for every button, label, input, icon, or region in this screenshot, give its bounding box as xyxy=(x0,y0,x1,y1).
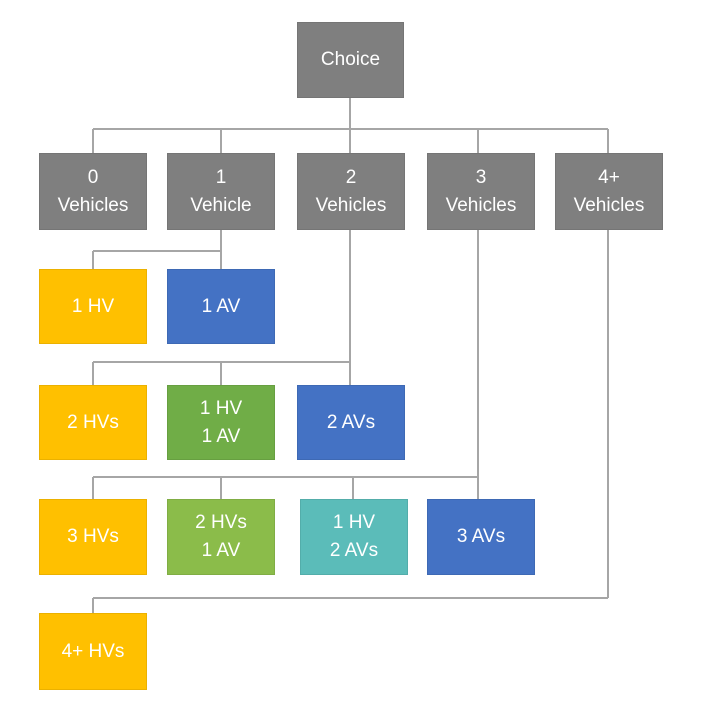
node-1-vehicle: 1 Vehicle xyxy=(167,153,275,230)
node-2-vehicles: 2 Vehicles xyxy=(297,153,405,230)
node-2-hvs-1-av: 2 HVs 1 AV xyxy=(167,499,275,575)
node-1-hv-1-av: 1 HV 1 AV xyxy=(167,385,275,460)
node-3-vehicles: 3 Vehicles xyxy=(427,153,535,230)
node-0-vehicles: 0 Vehicles xyxy=(39,153,147,230)
choice-node: Choice xyxy=(297,22,404,98)
connector-four-plus-vehicles xyxy=(92,230,609,613)
node-1-hv: 1 HV xyxy=(39,269,147,344)
node-4plus-vehicles: 4+ Vehicles xyxy=(555,153,663,230)
connector-two-vehicles xyxy=(92,230,351,385)
node-3-avs: 3 AVs xyxy=(427,499,535,575)
node-1-av: 1 AV xyxy=(167,269,275,344)
node-2-avs: 2 AVs xyxy=(297,385,405,460)
node-3-hvs: 3 HVs xyxy=(39,499,147,575)
node-2-hvs: 2 HVs xyxy=(39,385,147,460)
connector-root-to-counts xyxy=(92,98,609,153)
connector-three-vehicles xyxy=(92,230,479,499)
node-4plus-hvs: 4+ HVs xyxy=(39,613,147,690)
node-1-hv-2-avs: 1 HV 2 AVs xyxy=(300,499,408,575)
connector-one-vehicle xyxy=(92,230,222,269)
